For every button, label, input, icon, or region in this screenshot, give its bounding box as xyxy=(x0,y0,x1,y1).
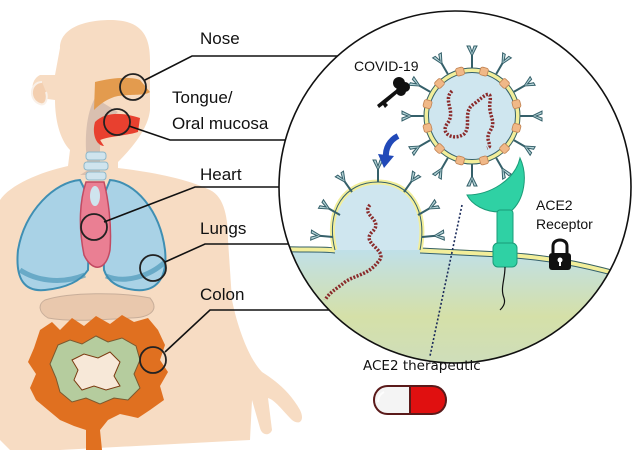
lungs-leader xyxy=(164,243,312,263)
heart xyxy=(79,181,112,268)
label-covid19: COVID-19 xyxy=(354,58,419,74)
pill-icon xyxy=(372,385,448,415)
ear-icon xyxy=(31,81,48,106)
colon-highlight xyxy=(139,346,167,374)
tongue-leader xyxy=(128,125,292,141)
lung-left xyxy=(16,178,92,292)
label-ace2: ACE2 xyxy=(536,197,573,213)
tongue xyxy=(93,113,140,146)
label-nose: Nose xyxy=(200,29,240,48)
label-lungs: Lungs xyxy=(200,219,246,238)
leader-lines xyxy=(103,55,375,353)
trachea xyxy=(83,151,109,181)
therapeutic-pointer-line xyxy=(429,204,463,357)
virus-entering-cell xyxy=(309,159,446,301)
colon-leader xyxy=(164,309,375,353)
nose-highlight xyxy=(119,73,147,101)
lungs-highlight xyxy=(139,254,167,282)
label-heart: Heart xyxy=(200,165,242,184)
heart-leader xyxy=(103,186,280,223)
stomach xyxy=(39,293,155,321)
ace2-receptor xyxy=(466,156,525,311)
virus-membrane-proteins xyxy=(422,66,522,166)
label-tongue-line2: Oral mucosa xyxy=(172,114,269,133)
label-colon: Colon xyxy=(200,285,244,304)
label-ace2-therapeutic: ACE2 therapeutic xyxy=(363,358,481,374)
cell-cytoplasm xyxy=(279,248,631,363)
key-icon xyxy=(377,77,410,108)
heart-highlight xyxy=(80,213,108,241)
virus-icon xyxy=(401,45,543,187)
viral-rna xyxy=(323,203,383,301)
lock-icon xyxy=(549,238,571,270)
label-tongue-line1: Tongue/ xyxy=(172,88,233,107)
curved-arrow-icon xyxy=(378,133,400,168)
tongue-highlight xyxy=(103,108,131,136)
human-body xyxy=(0,20,303,450)
nose-leader xyxy=(144,55,345,81)
label-receptor: Receptor xyxy=(536,216,593,232)
